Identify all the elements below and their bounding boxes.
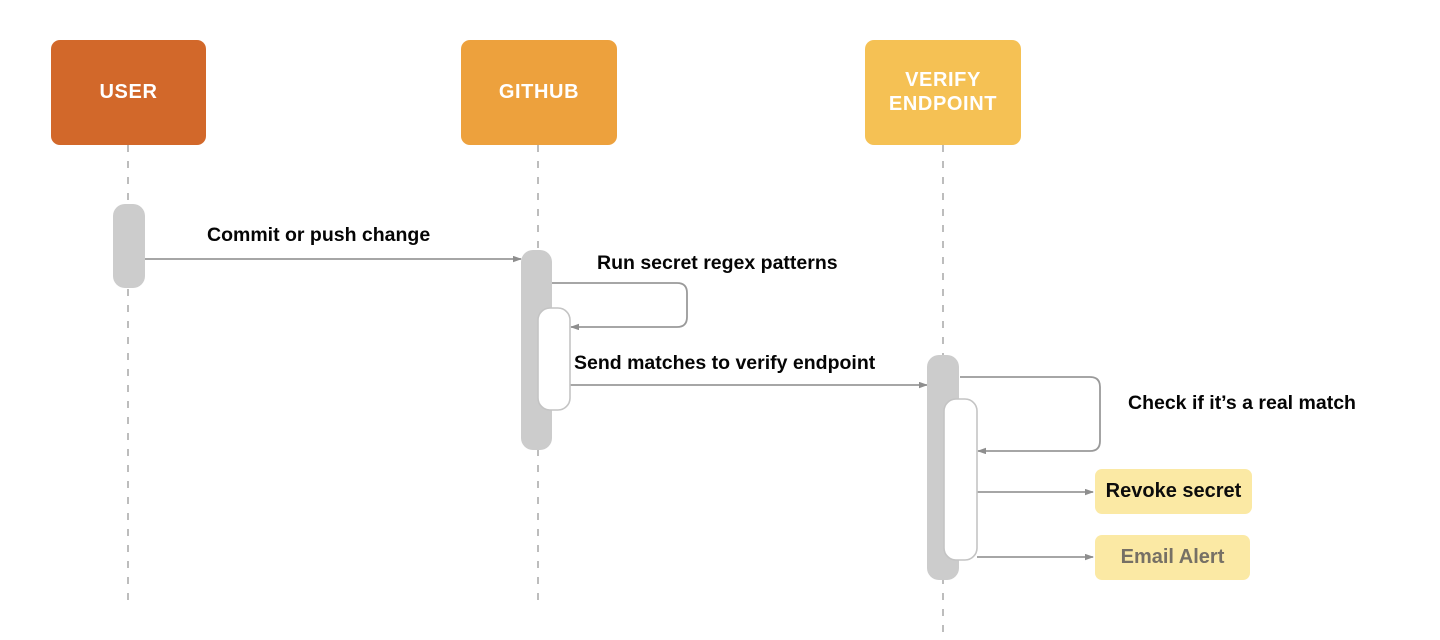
message-label-run-secret-regex-patterns: Run secret regex patterns [597, 252, 838, 274]
activation-bar-user-act [113, 204, 145, 288]
actor-user[interactable]: USER [51, 40, 206, 145]
activations-group [113, 204, 978, 580]
actor-verify-endpoint[interactable]: VERIFY ENDPOINT [865, 40, 1021, 145]
note-email-alert[interactable]: Email Alert [1095, 535, 1250, 580]
self-message-arrow-m2 [552, 282, 688, 331]
message-label-check-if-its-a-real-match: Check if it’s a real match [1128, 392, 1356, 414]
note-revoke-secret[interactable]: Revoke secret [1095, 469, 1252, 514]
message-label-commit-or-push-change: Commit or push change [207, 224, 431, 246]
arrows-group [145, 255, 1101, 561]
self-message-arrow-m4 [960, 376, 1101, 455]
activation-bar-github-sub [537, 307, 571, 411]
actor-github[interactable]: GITHUB [461, 40, 617, 145]
message-label-send-matches-to-verify-endpoint: Send matches to verify endpoint [574, 352, 876, 374]
activation-bar-verify-sub [943, 398, 978, 561]
